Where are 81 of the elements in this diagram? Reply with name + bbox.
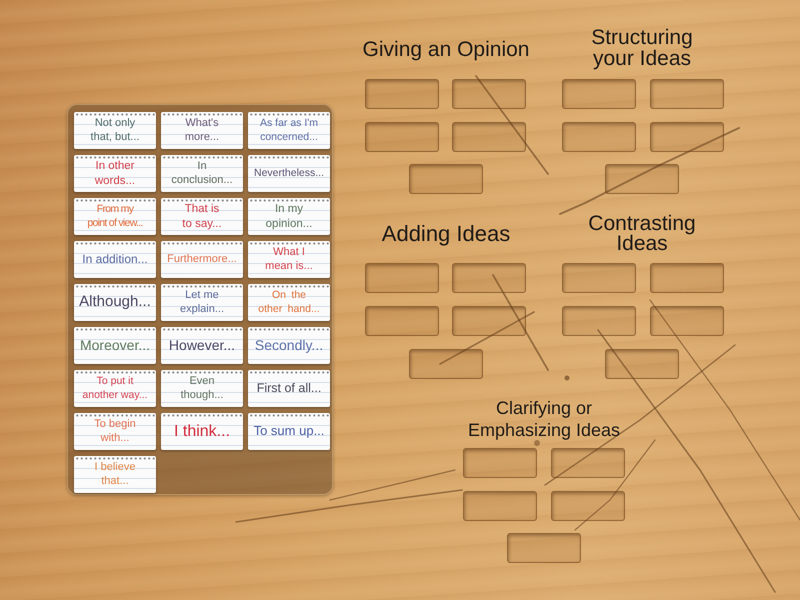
card-text: What's more... <box>184 116 220 144</box>
card-text: On the other hand... <box>258 289 320 316</box>
group-heading: Giving an Opinion <box>362 39 530 60</box>
empty-slot <box>463 448 537 478</box>
empty-slot <box>551 448 625 478</box>
card-text: That is to say... <box>181 202 223 231</box>
card-text: Nevertheless... <box>252 166 326 180</box>
note-card <box>161 284 243 321</box>
empty-slot <box>605 164 679 194</box>
empty-slot <box>365 79 439 109</box>
note-card <box>248 327 330 364</box>
note-card <box>248 370 330 407</box>
note-card <box>248 155 330 192</box>
empty-slot <box>507 533 581 563</box>
empty-slot <box>650 122 724 152</box>
card-text: I think... <box>172 422 232 442</box>
group-heading: Adding Ideas <box>380 223 512 245</box>
empty-slot <box>562 306 636 336</box>
empty-slot <box>452 263 526 293</box>
note-card <box>248 413 330 450</box>
empty-slot <box>365 263 439 293</box>
note-card <box>161 370 243 407</box>
note-card <box>74 370 156 407</box>
card-text: In conclusion... <box>170 160 234 188</box>
card-text: Furthermore... <box>166 252 238 266</box>
card-text: Not only that, but... <box>90 116 140 144</box>
card-text: In other words... <box>94 159 136 188</box>
note-card <box>74 456 156 493</box>
card-text: What I mean is... <box>264 246 314 274</box>
empty-slot <box>562 79 636 109</box>
empty-slot <box>562 122 636 152</box>
card-text: Let me explain... <box>178 288 226 316</box>
card-text: In addition... <box>81 252 149 267</box>
card-text: However... <box>168 336 236 354</box>
note-card <box>161 112 243 149</box>
card-text: Secondly... <box>254 336 324 354</box>
card-text: As far as I'm concerned... <box>258 117 320 144</box>
card-text: First of all... <box>256 380 322 396</box>
card-text: Moreover... <box>78 336 152 354</box>
note-card <box>161 327 243 364</box>
empty-slot <box>452 306 526 336</box>
empty-slot <box>551 491 625 521</box>
empty-slot <box>409 349 483 379</box>
group-heading: Structuring your Ideas <box>590 27 694 69</box>
card-text: In my opinion... <box>264 202 314 231</box>
note-card <box>248 284 330 321</box>
card-tray <box>67 104 333 495</box>
empty-slot <box>365 306 439 336</box>
note-card <box>74 155 156 192</box>
empty-slot <box>650 306 724 336</box>
empty-slot <box>650 79 724 109</box>
note-card <box>74 413 156 450</box>
note-card <box>74 112 156 149</box>
note-card <box>74 198 156 235</box>
card-text: From my point of view... <box>86 203 144 230</box>
note-card <box>248 241 330 278</box>
empty-slot <box>562 263 636 293</box>
group-heading: Clarifying or Emphasizing Ideas <box>466 397 622 441</box>
empty-slot <box>650 263 724 293</box>
note-card <box>248 112 330 149</box>
empty-slot <box>452 122 526 152</box>
note-card <box>74 327 156 364</box>
card-text: Although... <box>78 293 152 312</box>
card-text: To sum up... <box>252 423 326 440</box>
note-card <box>161 155 243 192</box>
empty-slot <box>463 491 537 521</box>
note-card <box>161 241 243 278</box>
empty-slot <box>365 122 439 152</box>
card-text: To begin with... <box>93 418 137 446</box>
note-card <box>248 198 330 235</box>
empty-slot <box>409 164 483 194</box>
empty-slot <box>452 79 526 109</box>
note-card <box>161 198 243 235</box>
card-text: Even though... <box>180 374 224 402</box>
group-heading: Contrasting Ideas <box>587 214 697 254</box>
note-card <box>161 413 243 450</box>
card-text: To put it another way... <box>81 375 149 402</box>
note-card <box>74 241 156 278</box>
note-card <box>74 284 156 321</box>
empty-slot <box>605 349 679 379</box>
card-text: I believe that... <box>94 460 136 488</box>
